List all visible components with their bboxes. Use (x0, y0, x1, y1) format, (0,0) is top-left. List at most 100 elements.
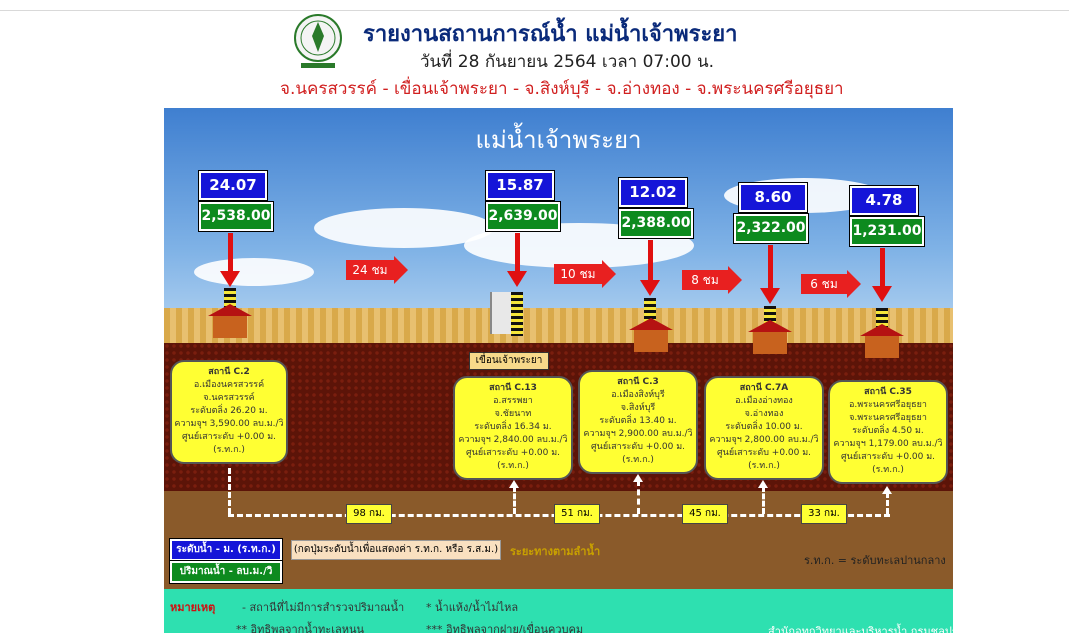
down-arrow-head (760, 288, 780, 304)
legend-msl: ร.ท.ก. = ระดับทะเลปานกลาง (804, 554, 946, 567)
bank-level: ระดับตลิ่ง 4.50 ม. (852, 426, 924, 436)
station-province: จ.อ่างทอง (744, 409, 784, 419)
down-arrow-head (640, 280, 660, 296)
station-card-c7a[interactable]: สถานี C.7A อ.เมืองอ่างทอง จ.อ่างทอง ระดั… (704, 376, 824, 480)
distance-path (886, 492, 889, 514)
bank-level: ระดับตลิ่ง 10.00 ม. (725, 422, 803, 432)
house-roof (748, 320, 792, 332)
top-bar (0, 0, 1069, 11)
distance-label: 98 กม. (346, 504, 392, 524)
station-house (865, 336, 899, 358)
cloud (314, 208, 494, 248)
station-card-c2[interactable]: สถานี C.2 อ.เมืองนครสวรรค์ จ.นครสวรรค์ ร… (170, 360, 288, 464)
gauge-zero: ศูนย์เสาระดับ +0.00 ม.(ร.ท.ก.) (716, 448, 812, 471)
station-house (213, 316, 247, 338)
house-roof (208, 304, 252, 316)
flow-value-c2: 2,538.00 (199, 202, 273, 231)
station-name: สถานี C.3 (617, 377, 659, 387)
legend-flow: ปริมาณน้ำ - ลบ.ม./วิ (170, 561, 282, 583)
house-roof (629, 318, 673, 330)
water-level-button-c7a[interactable]: 8.60 (739, 183, 807, 212)
gauge-zero: ศูนย์เสาระดับ +0.00 ม.(ร.ท.ก.) (181, 432, 277, 455)
water-level-button-c35[interactable]: 4.78 (850, 186, 918, 215)
arrow-tip (602, 260, 616, 288)
bank-level: ระดับตลิ่ง 16.34 ม. (474, 422, 552, 432)
down-arrow (515, 233, 520, 273)
royal-irrigation-logo (294, 14, 342, 68)
distance-path (228, 468, 231, 514)
travel-time-label: 8 ชม (682, 270, 728, 290)
station-name: สถานี C.13 (489, 383, 537, 393)
down-arrow (880, 248, 885, 288)
distance-label: 33 กม. (801, 504, 847, 524)
river-diagram: แม่น้ำเจ้าพระยา 24.07 2,538.00 15.87 2,6… (164, 108, 953, 633)
flow-value-c7a: 2,322.00 (734, 214, 808, 243)
capacity: ความจุฯ 3,590.00 ลบ.ม./วิ (174, 419, 284, 429)
up-arrow (509, 480, 519, 488)
capacity: ความจุฯ 2,900.00 ลบ.ม./วิ (583, 429, 693, 439)
legend-level-button[interactable]: ระดับน้ำ - ม. (ร.ท.ก.) (170, 539, 282, 561)
travel-time-arrow: 6 ชม (801, 270, 861, 298)
dam-icon (490, 292, 512, 334)
report-date: วันที่ 28 กันยายน 2564 เวลา 07:00 น. (420, 52, 715, 72)
arrow-tip (728, 266, 742, 294)
station-province: จ.นครสวรรค์ (203, 393, 255, 403)
travel-time-label: 24 ชม (346, 260, 394, 280)
down-arrow-head (872, 286, 892, 302)
gauge-zero: ศูนย์เสาระดับ +0.00 ม.(ร.ท.ก.) (465, 448, 561, 471)
distance-label: 45 กม. (682, 504, 728, 524)
note-item: *** อิทธิพลจากฝาย/เขื่อนควบคุม (426, 623, 584, 633)
legend-direction: ระยะทางตามลำน้ำ (510, 545, 601, 558)
water-level-button-c13[interactable]: 15.87 (486, 171, 554, 200)
route-subtitle: จ.นครสวรรค์ - เขื่อนเจ้าพระยา - จ.สิงห์บ… (280, 79, 844, 99)
water-level-button-c3[interactable]: 12.02 (619, 178, 687, 207)
sand-bank (164, 308, 953, 348)
flow-value-c35: 1,231.00 (850, 217, 924, 246)
down-arrow-head (507, 271, 527, 287)
up-arrow (633, 474, 643, 482)
bank-level: ระดับตลิ่ง 26.20 ม. (190, 406, 268, 416)
travel-time-arrow: 24 ชม (346, 256, 408, 284)
travel-time-label: 6 ชม (801, 274, 847, 294)
notes-panel (164, 589, 953, 633)
river-title: แม่น้ำเจ้าพระยา (475, 126, 642, 154)
capacity: ความจุฯ 1,179.00 ลบ.ม./วิ (833, 439, 943, 449)
station-district: อ.เมืองนครสวรรค์ (193, 380, 265, 390)
note-item: - สถานีที่ไม่มีการสำรวจปริมาณน้ำ (242, 601, 405, 614)
station-district: อ.เมืองอ่างทอง (735, 396, 793, 406)
down-arrow (228, 233, 233, 273)
capacity: ความจุฯ 2,840.00 ลบ.ม./วิ (458, 435, 568, 445)
down-arrow (648, 240, 653, 282)
flow-value-c13: 2,639.00 (486, 202, 560, 231)
travel-time-arrow: 8 ชม (682, 266, 742, 294)
station-province: จ.สิงห์บุรี (620, 403, 656, 413)
dam-label: เขื่อนเจ้าพระยา (469, 352, 549, 370)
station-name: สถานี C.7A (739, 383, 789, 393)
arrow-tip (394, 256, 408, 284)
station-district: อ.เมืองสิงห์บุรี (611, 390, 665, 400)
distance-path (762, 486, 765, 514)
down-arrow-head (220, 271, 240, 287)
station-province: จ.พระนครศรีอยุธยา (849, 413, 927, 423)
station-house (753, 332, 787, 354)
flow-value-c3: 2,388.00 (619, 209, 693, 238)
station-card-c35[interactable]: สถานี C.35 อ.พระนครศรีอยุธยา จ.พระนครศรี… (828, 380, 948, 484)
notes-label: หมายเหตุ (170, 601, 216, 614)
water-level-button-c2[interactable]: 24.07 (199, 171, 267, 200)
station-name: สถานี C.35 (864, 387, 912, 397)
up-arrow (882, 486, 892, 494)
station-district: อ.พระนครศรีอยุธยา (849, 400, 927, 410)
gauge-zero: ศูนย์เสาระดับ +0.00 ม.(ร.ท.ก.) (590, 442, 686, 465)
down-arrow (768, 245, 773, 290)
note-item: ** อิทธิพลจากน้ำทะเลหนุน (236, 623, 364, 633)
station-card-c3[interactable]: สถานี C.3 อ.เมืองสิงห์บุรี จ.สิงห์บุรี ร… (578, 370, 698, 474)
up-arrow (758, 480, 768, 488)
station-name: สถานี C.2 (208, 367, 250, 377)
house-roof (860, 324, 904, 336)
page-title: รายงานสถานการณ์น้ำ แม่น้ำเจ้าพระยา (363, 22, 738, 47)
legend-click-hint: (กดปุ่มระดับน้ำเพื่อแสดงค่า ร.ท.ก. หรือ … (291, 540, 501, 560)
station-province: จ.ชัยนาท (494, 409, 532, 419)
distance-label: 51 กม. (554, 504, 600, 524)
agency-credit: สำนักอุทกวิทยาและบริหารน้ำ กรมชลประทาน (768, 625, 953, 633)
station-card-c13[interactable]: สถานี C.13 อ.สรรพยา จ.ชัยนาท ระดับตลิ่ง … (453, 376, 573, 480)
